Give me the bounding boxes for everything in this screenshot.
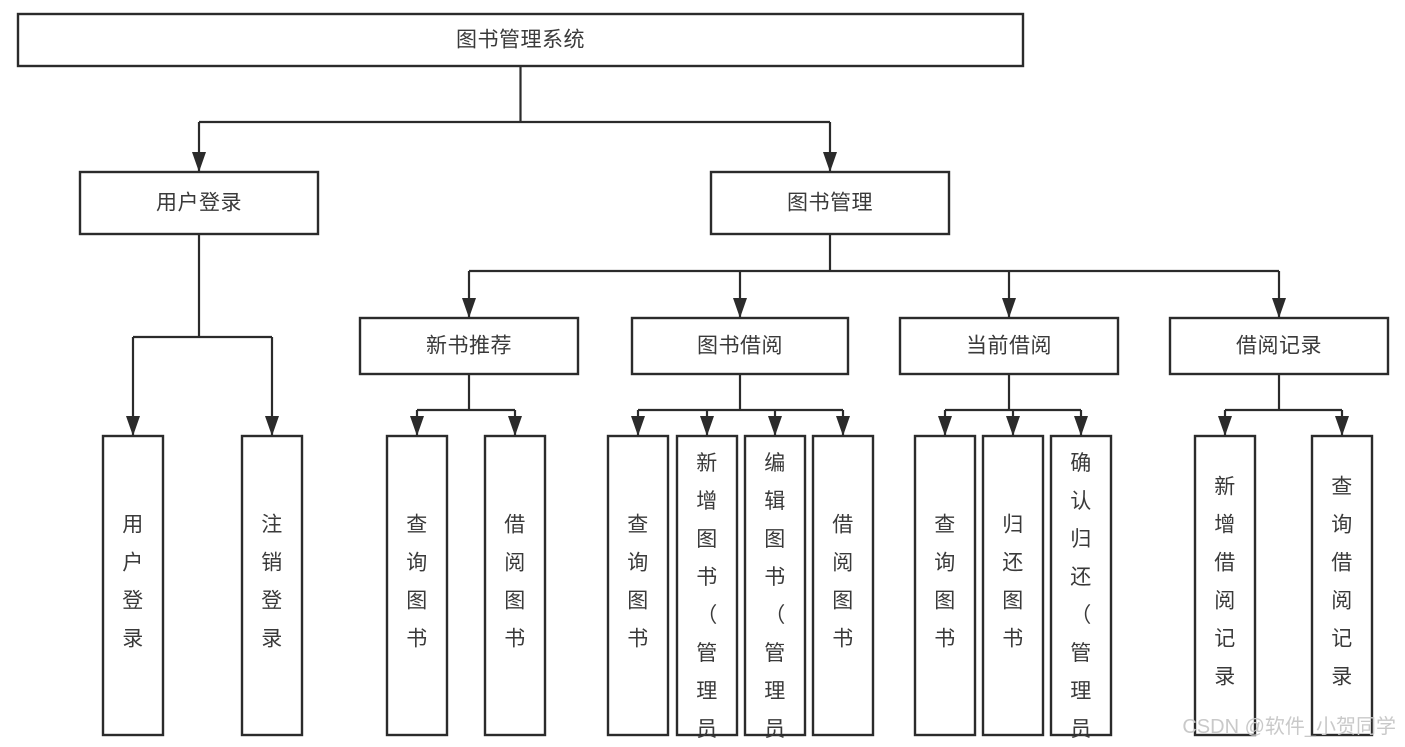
arrow-head [265,416,279,436]
node-new-book-rec[interactable]: 新书推荐 [358,316,580,376]
node-book-manage[interactable]: 图书管理 [709,170,951,236]
node-leaf-borrow-book-2[interactable]: 借阅图书 [811,434,875,737]
connector-group-current-borrow [938,374,1088,436]
node-box-leaf-query-book-3 [913,434,977,737]
node-box-new-book-rec [358,316,580,376]
node-label-leaf-query-book-1: 查询图书 [406,514,428,651]
node-box-borrow-record [1168,316,1390,376]
arrow-head [700,416,714,436]
arrow-head [823,152,837,172]
node-box-book-borrow [630,316,850,376]
node-root[interactable]: 图书管理系统 [16,12,1025,68]
arrow-head [508,416,522,436]
node-current-borrow[interactable]: 当前借阅 [898,316,1120,376]
node-box-current-borrow [898,316,1120,376]
arrow-head [1272,298,1286,318]
arrow-head [631,416,645,436]
arrow-head [836,416,850,436]
node-box-leaf-edit-book [743,434,807,737]
arrow-head [733,298,747,318]
arrow-head [410,416,424,436]
node-label-leaf-query-book-2: 查询图书 [627,514,649,651]
node-box-leaf-query-book-1 [385,434,449,737]
node-leaf-user-login[interactable]: 用户登录 [101,434,165,737]
node-user-login[interactable]: 用户登录 [78,170,320,236]
node-box-leaf-confirm-return [1049,434,1113,737]
node-box-leaf-borrow-book-2 [811,434,875,737]
node-label-leaf-user-logout: 注销登录 [261,514,283,651]
node-leaf-query-book-3[interactable]: 查询图书 [913,434,977,737]
node-label-leaf-add-book: 新增图书（管理员） [696,452,718,747]
node-leaf-query-book-1[interactable]: 查询图书 [385,434,449,737]
node-label-user-login: 用户登录 [156,192,242,215]
node-box-leaf-add-book [675,434,739,737]
node-leaf-confirm-return[interactable]: 确认归还（管理员） [1049,434,1113,747]
arrow-head [938,416,952,436]
connector-group-root [192,66,837,172]
node-leaf-borrow-book-1[interactable]: 借阅图书 [483,434,547,737]
node-label-leaf-query-book-3: 查询图书 [934,514,956,651]
node-box-leaf-add-record [1193,434,1257,737]
node-borrow-record[interactable]: 借阅记录 [1168,316,1390,376]
node-label-leaf-edit-book: 编辑图书（管理员） [764,452,786,747]
node-leaf-query-book-2[interactable]: 查询图书 [606,434,670,737]
node-label-borrow-record: 借阅记录 [1236,335,1322,358]
node-label-leaf-return-book: 归还图书 [1002,514,1024,651]
connector-layer [126,66,1349,436]
node-box-book-manage [709,170,951,236]
node-label-book-manage: 图书管理 [787,192,873,215]
node-box-leaf-borrow-book-1 [483,434,547,737]
node-label-leaf-add-record: 新增借阅记录 [1214,476,1236,689]
node-label-leaf-query-record: 查询借阅记录 [1331,476,1353,689]
arrow-head [126,416,140,436]
node-label-leaf-confirm-return: 确认归还（管理员） [1070,452,1092,747]
node-box-leaf-user-logout [240,434,304,737]
node-box-leaf-return-book [981,434,1045,737]
connector-group-book-borrow [631,374,850,436]
connector-group-book-manage [462,234,1286,318]
arrow-head [1335,416,1349,436]
node-label-new-book-rec: 新书推荐 [426,335,512,358]
node-leaf-user-logout[interactable]: 注销登录 [240,434,304,737]
connector-group-borrow-record [1218,374,1349,436]
node-leaf-add-book[interactable]: 新增图书（管理员） [675,434,739,747]
node-layer: 图书管理系统用户登录图书管理新书推荐图书借阅当前借阅借阅记录用户登录注销登录查询… [16,12,1390,747]
node-box-user-login [78,170,320,236]
node-leaf-add-record[interactable]: 新增借阅记录 [1193,434,1257,737]
arrow-head [1074,416,1088,436]
csdn-watermark: CSDN @软件_小贺同学 [1182,715,1396,738]
node-label-leaf-borrow-book-1: 借阅图书 [504,514,526,651]
node-book-borrow[interactable]: 图书借阅 [630,316,850,376]
node-label-leaf-borrow-book-2: 借阅图书 [832,514,854,651]
node-label-book-borrow: 图书借阅 [697,335,783,358]
node-leaf-return-book[interactable]: 归还图书 [981,434,1045,737]
connector-group-user-login [126,234,279,436]
node-box-leaf-user-login [101,434,165,737]
node-label-current-borrow: 当前借阅 [966,335,1052,358]
arrow-head [462,298,476,318]
arrow-head [1002,298,1016,318]
arrow-head [768,416,782,436]
node-label-root: 图书管理系统 [456,29,585,52]
connector-group-new-book-rec [410,374,522,436]
node-box-leaf-query-record [1310,434,1374,737]
node-leaf-query-record[interactable]: 查询借阅记录 [1310,434,1374,737]
arrow-head [1218,416,1232,436]
node-leaf-edit-book[interactable]: 编辑图书（管理员） [743,434,807,747]
arrow-head [1006,416,1020,436]
node-box-root [16,12,1025,68]
arrow-head [192,152,206,172]
node-box-leaf-query-book-2 [606,434,670,737]
node-label-leaf-user-login: 用户登录 [122,514,144,651]
